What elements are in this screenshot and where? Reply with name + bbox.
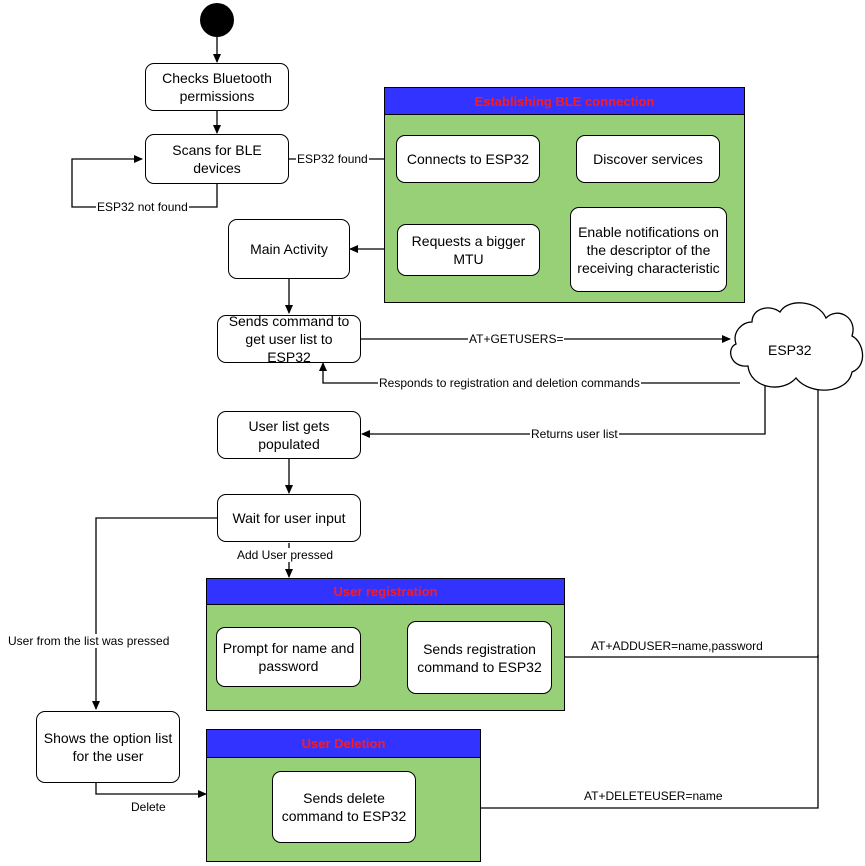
label-esp32-found: ESP32 found: [296, 152, 369, 166]
node-scans: Scans for BLE devices: [145, 134, 289, 184]
node-user-list-populated: User list gets populated: [217, 411, 361, 459]
node-checks-permissions: Checks Bluetooth permissions: [145, 63, 289, 111]
node-wait-input: Wait for user input: [217, 494, 361, 542]
edge-scans-loop: [71, 155, 218, 208]
label-returns-user-list: Returns user list: [530, 427, 619, 441]
node-enable-notifications: Enable notifications on the descriptor o…: [570, 207, 727, 292]
edge-deleteuser: [481, 655, 819, 809]
group-header-ble: Establishing BLE connection: [385, 88, 744, 115]
label-add-user-pressed: Add User pressed: [236, 548, 335, 562]
label-responds: Responds to registration and deletion co…: [378, 376, 641, 390]
esp32-label: ESP32: [768, 342, 812, 358]
node-sends-registration: Sends registration command to ESP32: [407, 621, 552, 694]
label-delete: Delete: [130, 800, 167, 814]
label-user-from-list: User from the list was pressed: [7, 634, 171, 648]
label-add-user-cmd: AT+ADDUSER=name,password: [590, 639, 764, 653]
node-connects: Connects to ESP32: [396, 135, 540, 183]
label-esp32-not-found: ESP32 not found: [96, 200, 189, 214]
node-discover: Discover services: [576, 135, 720, 183]
label-delete-user-cmd: AT+DELETEUSER=name: [583, 789, 724, 803]
label-get-users: AT+GETUSERS=: [468, 332, 565, 346]
group-header-registration: User registration: [207, 579, 564, 605]
esp32-cloud: [730, 302, 864, 391]
edge-returns-list: [361, 385, 766, 438]
node-sends-delete: Sends delete command to ESP32: [272, 771, 416, 843]
node-main-activity: Main Activity: [228, 219, 350, 279]
edge-options-deletion: [95, 783, 207, 798]
node-sends-get-users: Sends command to get user list to ESP32: [217, 313, 361, 365]
start-node: [200, 3, 234, 37]
group-header-deletion: User Deletion: [207, 730, 480, 758]
node-shows-option-list: Shows the option list for the user: [36, 711, 180, 783]
node-prompt-name-password: Prompt for name and password: [216, 627, 361, 687]
node-requests-mtu: Requests a bigger MTU: [397, 224, 540, 276]
edge-adduser: [565, 380, 822, 658]
edge-wait-options: [92, 517, 217, 710]
